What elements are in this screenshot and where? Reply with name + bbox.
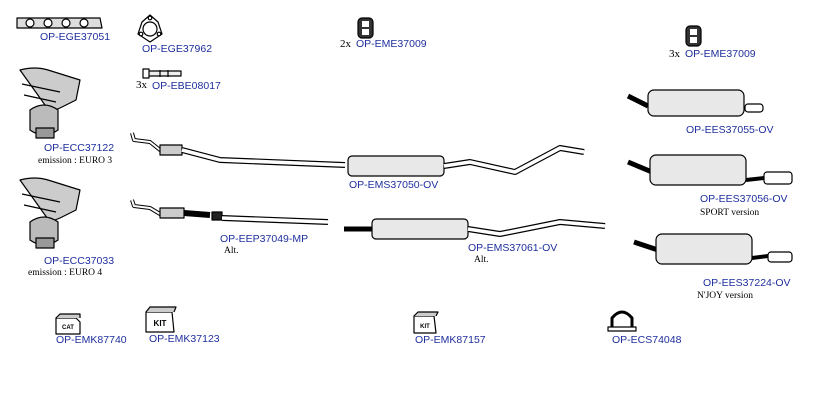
manifold-catalyst-icon [19,67,81,139]
part-code-rear-silencer-sport[interactable]: OP-EES37056-OV [700,193,788,205]
cat-kit-icon [55,313,81,335]
rear-silencer-icon [626,89,764,117]
rubber-hanger-icon [357,17,374,39]
bolt-icon [142,68,182,79]
part-code-flange-gasket[interactable]: OP-EGE37962 [142,43,213,55]
quantity-label: 2x [340,38,351,50]
kit-box-icon-label: KIT [420,324,430,330]
part-code-rear-silencer[interactable]: OP-EES37055-OV [686,124,774,136]
emission-note: emission : EURO 3 [38,156,113,166]
flange-gasket-icon [137,14,163,43]
cat-kit-icon-label: CAT [62,325,74,331]
silencer-icon [347,145,585,177]
alt-note: Alt. [474,255,489,265]
quantity-label: 3x [669,48,680,60]
rear-silencer-icon [627,154,793,186]
part-code-clamp[interactable]: OP-ECS74048 [612,334,682,346]
part-code-cat-kit[interactable]: OP-EMK87740 [56,334,127,346]
quantity-label: 3x [136,79,147,91]
version-note: SPORT version [700,208,760,218]
part-code-rubber-hanger[interactable]: OP-EME37009 [685,48,756,60]
pipe-icon [130,132,346,168]
kit-box-icon [413,311,439,334]
part-code-bolt[interactable]: OP-EBE08017 [152,80,221,92]
manifold-catalyst-icon [19,177,81,249]
silencer-icon [344,218,606,240]
rear-silencer-icon [633,233,793,265]
emission-note: emission : EURO 4 [28,268,103,278]
part-code-rubber-hanger[interactable]: OP-EME37009 [356,38,427,50]
alt-note: Alt. [224,246,239,256]
kit-box-icon-label: KIT [154,319,167,328]
kit-box-icon [145,306,177,333]
part-code-rear-silencer-njoy[interactable]: OP-EES37224-OV [703,277,791,289]
part-code-manifold-euro3[interactable]: OP-ECC37122 [44,142,115,154]
part-code-kit[interactable]: OP-EMK37123 [149,333,220,345]
part-code-front-pipe[interactable]: OP-EEP37049-MP [220,233,309,245]
gasket-icon [16,17,103,29]
part-code-middle-silencer[interactable]: OP-EMS37050-OV [349,179,439,191]
pipe-icon [130,199,329,225]
part-code-kit[interactable]: OP-EMK87157 [415,334,486,346]
part-code-manifold-euro4[interactable]: OP-ECC37033 [44,255,115,267]
rubber-hanger-icon [685,25,702,47]
version-note: N'JOY version [697,291,753,301]
part-code-gasket[interactable]: OP-EGE37051 [40,31,111,43]
clamp-icon [607,310,637,332]
part-code-middle-silencer-alt[interactable]: OP-EMS37061-OV [468,242,558,254]
